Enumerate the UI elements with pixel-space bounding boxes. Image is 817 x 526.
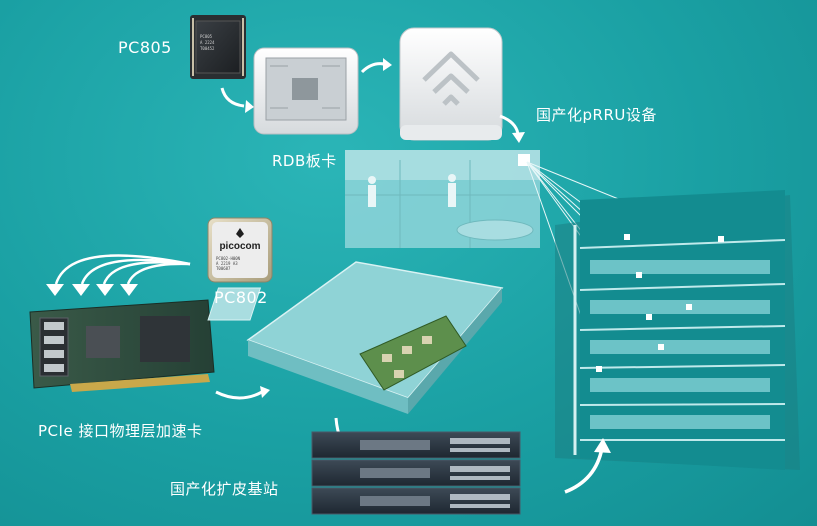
pc805-marking: PC805 A 2224 T00452 <box>200 34 238 52</box>
label-pc802: PC802 <box>214 288 268 307</box>
pc802-marking: PC802-H00N A 2219 A3 T00687 <box>216 256 266 271</box>
label-pc805: PC805 <box>118 38 172 57</box>
pc802-logo-text: picocom <box>219 241 261 252</box>
arrow-pc805-to-rdb <box>220 87 254 113</box>
building <box>555 190 800 470</box>
pcie-card <box>29 299 215 392</box>
pc802-marking-line-1: PC802-H00N <box>216 256 241 261</box>
label-rdb: RDB板卡 <box>272 152 337 170</box>
arrow-to-building <box>564 438 611 494</box>
antenna-triangles <box>46 284 138 296</box>
label-pcie: PCIe 接口物理层加速卡 <box>38 422 203 440</box>
rdb-board <box>253 47 359 135</box>
office-scene <box>345 150 540 248</box>
arrow-prru-to-office <box>499 114 525 143</box>
arrow-pcie-to-server <box>215 386 270 400</box>
pc805-chip <box>190 15 246 79</box>
pc805-marking-line-3: T00452 <box>200 46 215 51</box>
open-server <box>207 261 504 414</box>
beamforming-icon <box>54 254 191 285</box>
pc802-marking-line-3: T00687 <box>216 266 231 271</box>
pc805-marking-line-2: A 2224 <box>200 40 215 45</box>
prru-device <box>399 27 503 141</box>
pc805-marking-line-1: PC805 <box>200 34 213 39</box>
server-rack <box>311 431 521 515</box>
label-basestation: 国产化扩皮基站 <box>170 480 279 498</box>
label-prru: 国产化pRRU设备 <box>536 106 657 124</box>
pc802-marking-line-2: A 2219 A3 <box>216 261 238 266</box>
pc802-chip <box>207 217 273 283</box>
arrow-rdb-to-prru <box>360 58 392 74</box>
